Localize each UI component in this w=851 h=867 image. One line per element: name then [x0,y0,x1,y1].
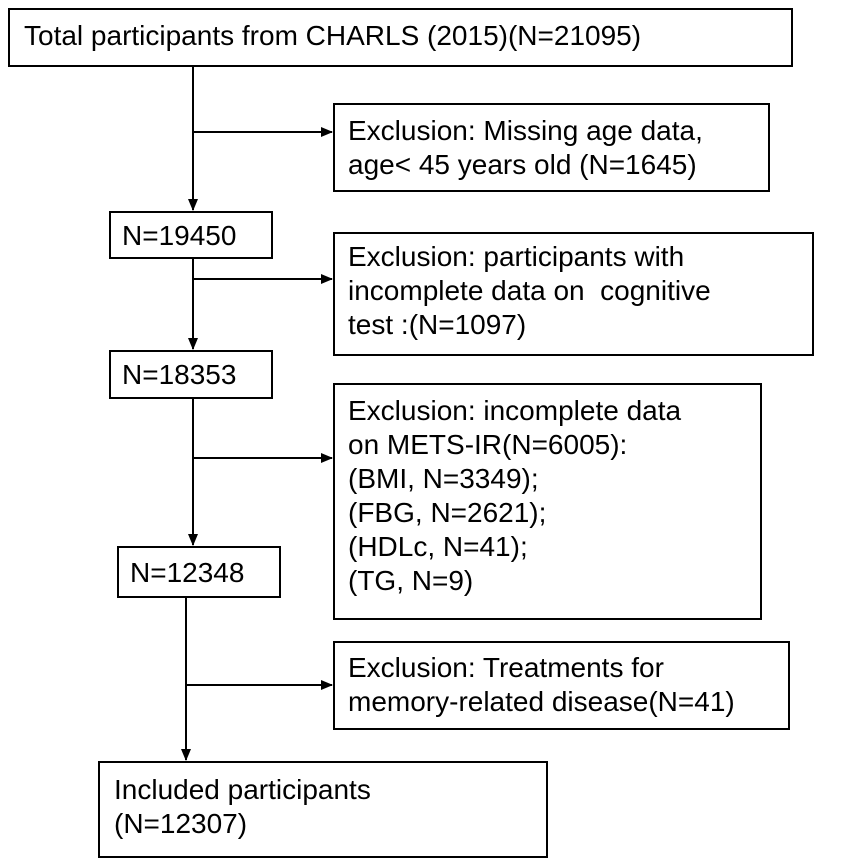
box-text-line: on METS-IR(N=6005): [348,429,628,460]
box-text-line: Exclusion: participants with [348,241,685,272]
box-text-line: N=12348 [130,557,245,588]
exclusion-treatment-box: Exclusion: Treatments for memory-related… [333,641,790,730]
box-text-line: (FBG, N=2621); [348,497,547,528]
box-text-line: Included participants [114,774,371,805]
box-text-line: Exclusion: Missing age data, [348,115,703,146]
box-text-line: N=18353 [122,359,237,390]
box-text-line: Exclusion: Treatments for [348,652,664,683]
box-text-line: (TG, N=9) [348,565,474,596]
box-text-line: memory-related disease(N=41) [348,686,735,717]
exclusion-mets-ir-box: Exclusion: incomplete data on METS-IR(N=… [333,383,762,620]
included-participants-box: Included participants (N=12307) [98,761,548,858]
count-12348-box: N=12348 [117,546,281,598]
box-text-line: test :(N=1097) [348,309,527,340]
box-text-line: age< 45 years old (N=1645) [348,149,697,180]
box-text-line: (BMI, N=3349); [348,463,539,494]
box-text-line: N=19450 [122,220,237,251]
box-text-line: incomplete data on cognitive [348,275,711,306]
exclusion-cognitive-box: Exclusion: participants with incomplete … [333,232,814,356]
count-18353-box: N=18353 [109,350,273,399]
box-text-line: (N=12307) [114,808,248,839]
box-text-line: Exclusion: incomplete data [348,395,682,426]
box-text-line: Total participants from CHARLS (2015)(N=… [24,20,642,51]
box-text-line: (HDLc, N=41); [348,531,528,562]
total-participants-box: Total participants from CHARLS (2015)(N=… [8,8,793,67]
exclusion-age-box: Exclusion: Missing age data, age< 45 yea… [333,103,770,192]
count-19450-box: N=19450 [109,211,273,259]
